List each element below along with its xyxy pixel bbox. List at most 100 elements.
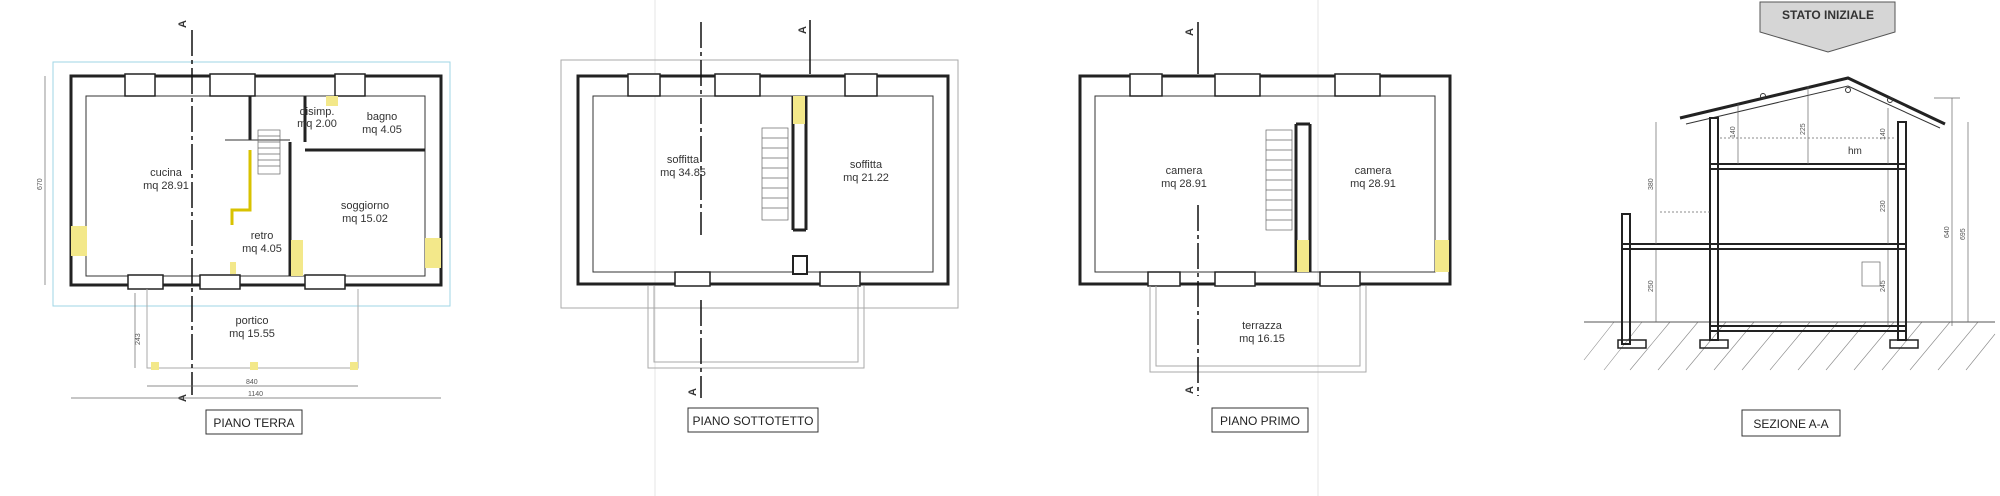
dim-245: 245 [1880, 280, 1887, 292]
portico-column [1621, 213, 1631, 345]
room-area-disimp: mq 2.00 [297, 118, 337, 130]
window [124, 73, 156, 97]
room-name-terrazza: terrazza [1242, 320, 1283, 332]
footing [1699, 339, 1729, 349]
stair-symbol [761, 127, 789, 221]
room-name-soggiorno: soggiorno [341, 200, 389, 212]
demolition-mark [71, 226, 87, 256]
room-area-camera2: mq 28.91 [1350, 178, 1396, 190]
ground-hatch [1583, 321, 1996, 371]
room-name-camera1: camera [1166, 165, 1204, 177]
banner-text: STATO INIZIALE [1782, 8, 1874, 22]
window [714, 73, 761, 97]
plan-title-box [687, 407, 819, 433]
demolition-mark [291, 240, 303, 276]
roof-inner [1685, 85, 1941, 129]
window [1861, 261, 1881, 287]
dim-380: 380 [1648, 178, 1655, 190]
room-name-bagno: bagno [367, 111, 398, 123]
pillar [151, 362, 159, 370]
demolition-mark [793, 96, 805, 124]
plan-title-primo: PIANO PRIMO [1220, 414, 1300, 428]
room-area-bagno: mq 4.05 [362, 124, 402, 136]
plan-piano-primo: A A camera mq 28.91 camera mq 28.91 terr… [1078, 22, 1452, 433]
terrace-outline [653, 286, 859, 363]
section-a-a: 140 225 140 hm 380 230 250 245 640 695 S… [1583, 76, 1996, 437]
room-area-cucina: mq 28.91 [143, 180, 189, 192]
plan-title-box [1211, 407, 1309, 433]
plan-title-terra: PIANO TERRA [213, 416, 294, 430]
dim-695: 695 [1960, 228, 1967, 240]
room-name-soffitta1: soffitta [667, 154, 700, 166]
demolition-mark [1435, 240, 1449, 272]
room-name-portico: portico [235, 315, 268, 327]
door [819, 271, 861, 287]
room-area-soggiorno: mq 15.02 [342, 213, 388, 225]
terrace-outline [1155, 286, 1361, 367]
outline-cyan [52, 61, 451, 307]
demolition-mark [1297, 240, 1309, 272]
room-area-terrazza: mq 16.15 [1239, 333, 1285, 345]
demolition-mark [230, 262, 236, 274]
footing [1889, 339, 1919, 349]
dim-230: 230 [1880, 200, 1887, 212]
roof-beam [1760, 93, 1766, 99]
room-name-cucina: cucina [150, 167, 183, 179]
outer-wall [1078, 74, 1452, 286]
window [1129, 73, 1163, 97]
label-hm: hm [1848, 146, 1862, 157]
stair-symbol [257, 129, 281, 175]
inner-wall [592, 95, 934, 273]
room-name-camera2: camera [1355, 165, 1393, 177]
door [1214, 271, 1256, 287]
plan-title-sezione: SEZIONE A-A [1753, 417, 1828, 431]
window [209, 73, 256, 97]
dim-250: 250 [1648, 280, 1655, 292]
inner-wall [1094, 95, 1436, 273]
section-wall-right [1897, 121, 1907, 341]
cut-label-top: A [1184, 28, 1196, 36]
roof-beam [1845, 87, 1851, 93]
door [304, 274, 346, 290]
dim-height: 670 [37, 178, 44, 190]
room-area-camera1: mq 28.91 [1161, 178, 1207, 190]
chimney [792, 255, 808, 275]
pillar [350, 362, 358, 370]
door [1319, 271, 1361, 287]
floor-slab [1709, 325, 1907, 332]
room-area-portico: mq 15.55 [229, 328, 275, 340]
cut-label-top: A [797, 26, 809, 34]
pillar [250, 362, 258, 370]
window [627, 73, 661, 97]
stair-symbol [1265, 129, 1293, 231]
plan-title-sottotetto: PIANO SOTTOTETTO [693, 414, 814, 428]
dim-width-total: 1140 [248, 391, 263, 398]
cut-label-bottom: A [1184, 386, 1196, 394]
window [844, 73, 878, 97]
plan-piano-sottotetto: A A soffitta mq 34.85 soffitta mq 21.22 … [560, 20, 959, 433]
roof [1679, 76, 1946, 126]
outline-gray [560, 59, 959, 309]
dim-225: 225 [1800, 123, 1807, 135]
demolition-wall-mark [230, 150, 252, 225]
section-wall-left [1709, 117, 1719, 341]
cut-label-top: A [177, 20, 189, 28]
window [1214, 73, 1261, 97]
dim-width-portico: 840 [246, 379, 258, 386]
plan-title-box [205, 409, 303, 435]
room-area-soffitta2: mq 21.22 [843, 172, 889, 184]
demolition-mark [425, 238, 441, 268]
room-name-soffitta2: soffitta [850, 159, 883, 171]
terrace-outline [1149, 286, 1367, 373]
dim-640: 640 [1944, 226, 1951, 238]
room-name-retro: retro [251, 230, 274, 242]
room-area-retro: mq 4.05 [242, 243, 282, 255]
floor-slab [1621, 243, 1907, 250]
cut-label-bottom: A [687, 388, 699, 396]
stato-iniziale-banner: STATO INIZIALE [1759, 1, 1896, 53]
roof-beam [1887, 97, 1893, 103]
window [334, 73, 366, 97]
room-area-soffitta1: mq 34.85 [660, 167, 706, 179]
window [1334, 73, 1381, 97]
